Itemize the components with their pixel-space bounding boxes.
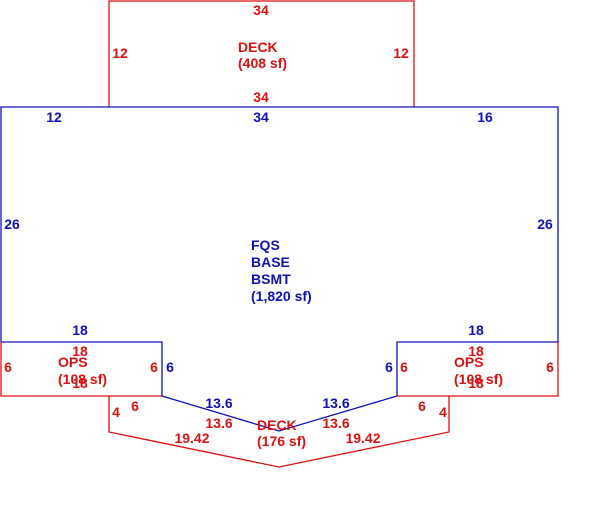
ops-left-area-label: (108 sf) (58, 371, 107, 387)
deck-bottom-dim-left-step: 6 (131, 398, 139, 414)
base-name-line-3: BSMT (251, 271, 291, 287)
ops-right-area-label: (108 sf) (454, 371, 503, 387)
base-area-label: (1,820 sf) (251, 288, 312, 304)
ops-left-dim-left: 6 (4, 359, 12, 375)
ops-left-area: 18 18 6 6 OPS (108 sf) (0, 342, 162, 397)
deck-bottom-dim-inner-right: 13.6 (322, 415, 349, 431)
base-dim-slant-right: 13.6 (322, 395, 349, 411)
deck-top-name: DECK (238, 39, 278, 55)
ops-left-dim-bottom: 18 (72, 375, 88, 391)
deck-bottom-dim-inner-left: 13.6 (205, 415, 232, 431)
deck-top-dim-right: 12 (393, 45, 409, 61)
deck-bottom-dim-right-end: 4 (439, 404, 447, 420)
ops-right-dim-top: 18 (468, 343, 484, 359)
base-name-line-2: BASE (251, 254, 290, 270)
ops-left-name: OPS (58, 354, 88, 370)
deck-bottom-outline (108, 396, 450, 468)
base-dim-top-mid: 34 (253, 109, 269, 125)
ops-left-dim-right: 6 (150, 359, 158, 375)
deck-bottom-name: DECK (257, 417, 297, 433)
base-dim-left: 26 (4, 216, 20, 232)
ops-right-dim-left: 6 (400, 359, 408, 375)
base-dim-slant-left: 13.6 (205, 395, 232, 411)
base-dim-right: 26 (537, 216, 553, 232)
deck-bottom-dim-outer-left: 19.42 (174, 430, 209, 446)
base-dim-notch-right-side: 6 (385, 359, 393, 375)
base-name-line-1: FQS (251, 237, 280, 253)
base-outline (0, 106, 559, 432)
base-basement-area: 12 34 16 26 26 18 18 6 6 13.6 13.6 FQS B… (0, 106, 559, 432)
ops-left-outline (0, 342, 162, 397)
ops-right-area: 18 18 6 6 OPS (108 sf) (397, 342, 559, 397)
ops-left-dim-top: 18 (72, 343, 88, 359)
ops-right-dim-right: 6 (546, 359, 554, 375)
ops-right-dim-bottom: 18 (468, 375, 484, 391)
deck-bottom-dim-outer-right: 19.42 (345, 430, 380, 446)
base-dim-notch-right-top: 18 (468, 322, 484, 338)
deck-top-dim-top: 34 (253, 2, 269, 18)
ops-right-outline (397, 342, 559, 397)
base-dim-notch-left-side: 6 (166, 359, 174, 375)
deck-bottom-dim-right-step: 6 (418, 398, 426, 414)
deck-bottom-dim-left-end: 4 (112, 404, 120, 420)
ops-right-name: OPS (454, 354, 484, 370)
deck-top-dim-left: 12 (112, 45, 128, 61)
deck-top-dim-bottom: 34 (253, 89, 269, 105)
deck-top-outline (108, 0, 415, 107)
deck-bottom-area-label: (176 sf) (257, 433, 306, 449)
base-dim-top-left: 12 (46, 109, 62, 125)
deck-top-area-label: (408 sf) (238, 55, 287, 71)
deck-top-area: 34 12 12 34 DECK (408 sf) (108, 0, 415, 107)
base-dim-top-right: 16 (477, 109, 493, 125)
deck-bottom-area: 4 4 6 6 13.6 13.6 19.42 19.42 DECK (176 … (108, 396, 450, 468)
base-dim-notch-left-top: 18 (72, 322, 88, 338)
